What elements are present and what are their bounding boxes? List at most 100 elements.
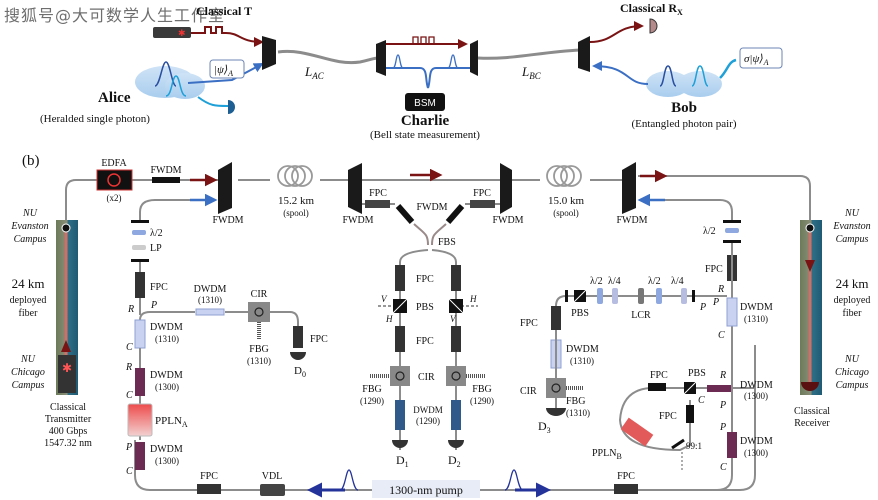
svg-text:(1290): (1290) (360, 396, 384, 406)
dwdm-1300-b1 (707, 385, 731, 392)
detector-d2 (448, 440, 464, 448)
spool-right-length: 15.0 km (548, 195, 585, 207)
svg-text:C: C (718, 330, 725, 341)
svg-text:FWDM: FWDM (492, 215, 523, 226)
d1-label: D1 (396, 453, 409, 469)
svg-text:(spool): (spool) (283, 208, 309, 218)
svg-text:C: C (698, 395, 705, 406)
svg-text:C: C (126, 342, 133, 353)
dwdm-1300-b2 (727, 432, 737, 458)
svg-text:DWDM: DWDM (194, 284, 227, 295)
svg-text:FBG: FBG (472, 384, 491, 395)
fpc-loop-top (648, 383, 666, 391)
watermark: 搜狐号@大可数学人生工作室 (4, 6, 226, 25)
alice-quantum-path (187, 63, 264, 84)
svg-text:FPC: FPC (310, 334, 328, 345)
svg-text:FBG: FBG (566, 396, 585, 407)
ppln-b-label: PPLNB (592, 448, 622, 461)
bob-photon-cloud (646, 71, 690, 97)
bob-quantum-path (592, 61, 649, 85)
lcr (638, 288, 644, 304)
svg-text:FPC: FPC (416, 274, 434, 285)
svg-text:H: H (469, 294, 477, 304)
classical-receiver-icon (801, 382, 819, 391)
half-wave-1 (597, 288, 603, 304)
svg-text:FWDM: FWDM (616, 215, 647, 226)
svg-text:DWDM: DWDM (740, 380, 773, 391)
classical-rx-label: Classical RX (620, 1, 683, 17)
alice-name: Alice (98, 90, 131, 106)
svg-text:(1310): (1310) (247, 356, 271, 366)
svg-text:DWDM: DWDM (413, 405, 443, 415)
svg-text:C: C (126, 466, 133, 477)
svg-text:(1310): (1310) (198, 295, 222, 305)
svg-text:PBS: PBS (416, 302, 434, 313)
charlie-name: Charlie (401, 113, 450, 129)
detector-d3 (546, 408, 566, 416)
spool-left (277, 165, 313, 187)
fwdm-charlie-filter-left (395, 204, 415, 224)
fwdm-left-mirror (218, 162, 232, 214)
classical-signal-path (191, 26, 264, 47)
svg-text:(1310): (1310) (570, 356, 594, 366)
d3-label: D3 (538, 419, 551, 435)
pump-pulse-left (339, 469, 359, 491)
svg-text:DWDM: DWDM (150, 444, 183, 455)
svg-text:LP: LP (150, 243, 162, 254)
svg-text:P: P (719, 400, 726, 411)
svg-text:(1300): (1300) (744, 391, 768, 401)
svg-text:(1290): (1290) (470, 396, 494, 406)
svg-text:FPC: FPC (200, 471, 218, 482)
quarter-wave-1 (612, 288, 618, 304)
svg-text:FWDM: FWDM (342, 215, 373, 226)
svg-text:VDL: VDL (262, 471, 283, 482)
edfa-sub: (x2) (107, 193, 122, 203)
half-wave-2 (656, 288, 662, 304)
fpc-charlie-right (470, 200, 495, 208)
pump-label-box (372, 480, 480, 498)
bob-name: Bob (671, 100, 697, 116)
laser-star-icon: ✱ (62, 361, 72, 375)
fpc-bottom-right (614, 484, 638, 494)
ppln-b (620, 417, 654, 447)
right-fiber-length: 24 km (836, 276, 869, 291)
evanston-node-right (805, 223, 815, 233)
fiber-rx (638, 175, 811, 220)
edfa-box (96, 169, 133, 191)
svg-text:(1310): (1310) (566, 408, 590, 418)
alice-fwdm (262, 36, 276, 70)
svg-text:(1310): (1310) (744, 314, 768, 324)
svg-text:λ/2: λ/2 (590, 276, 603, 287)
fpc-d2-bottom (451, 326, 461, 352)
alice-state: |ψ⟩A (214, 64, 233, 78)
bob-desc: (Entangled photon pair) (631, 118, 736, 130)
laser-star-icon: ✱ (178, 28, 186, 38)
svg-text:FPC: FPC (705, 264, 723, 275)
ppln-a-label: PPLNA (155, 415, 188, 429)
classical-tx-label: Classical T (196, 4, 252, 18)
dwdm-1310-alice (134, 319, 146, 349)
svg-text:99:1: 99:1 (686, 441, 702, 451)
half-wave-plate-bob (725, 228, 739, 233)
svg-text:P: P (125, 442, 132, 453)
bob-output-path (719, 58, 737, 79)
svg-text:DWDM: DWDM (740, 436, 773, 447)
svg-text:V: V (381, 294, 388, 304)
svg-text:PBS: PBS (688, 368, 706, 379)
panel-b-label: (b) (22, 153, 40, 169)
svg-text:λ/2: λ/2 (703, 226, 716, 237)
evanston-node (61, 223, 71, 233)
spool-right (546, 165, 582, 187)
alice-desc: (Heralded single photon) (40, 113, 150, 125)
fwdm-charlie-filter-right (445, 204, 465, 224)
svg-text:(1300): (1300) (155, 456, 179, 466)
edfa-label: EDFA (101, 158, 127, 169)
svg-text:R: R (719, 370, 726, 381)
d2-label: D2 (448, 453, 461, 469)
cir-d3 (546, 378, 566, 398)
svg-text:(spool): (spool) (553, 208, 579, 218)
